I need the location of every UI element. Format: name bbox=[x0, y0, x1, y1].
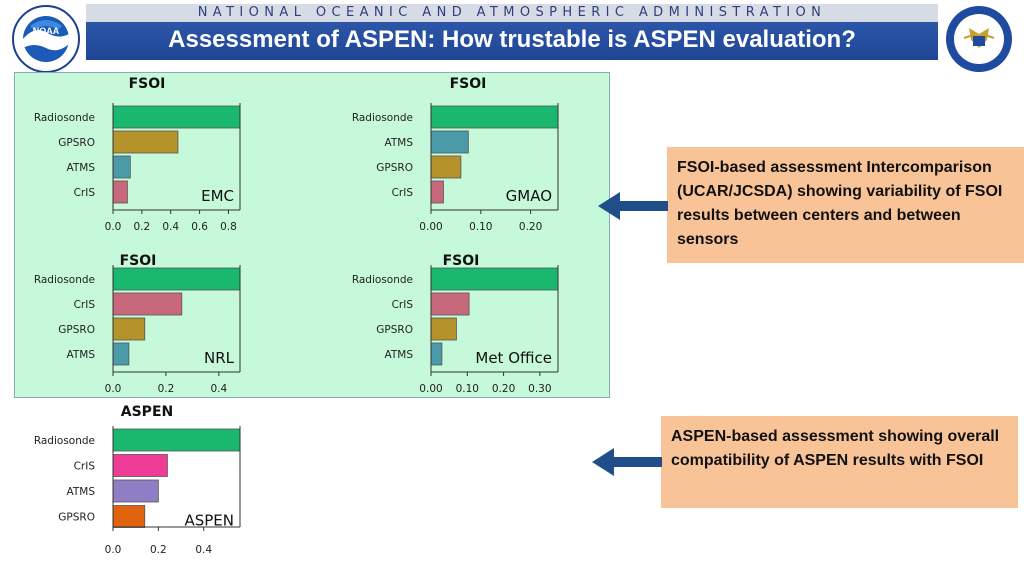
aspen-callout: ASPEN-based assessment showing overall c… bbox=[661, 416, 1018, 508]
bar-atms bbox=[112, 342, 130, 366]
chart-center-label: Met Office bbox=[475, 349, 552, 367]
category-label-gpsro: GPSRO bbox=[376, 162, 413, 174]
noaa-logo-text: NOAA bbox=[33, 26, 60, 36]
bar-atms bbox=[112, 155, 131, 179]
x-tick-label: 0.10 bbox=[456, 383, 479, 395]
x-tick-label: 0.6 bbox=[191, 221, 208, 233]
x-tick-label: 0.10 bbox=[469, 221, 492, 233]
page-title: Assessment of ASPEN: How trustable is AS… bbox=[168, 26, 856, 53]
category-label-gpsro: GPSRO bbox=[58, 324, 95, 336]
bar-gpsro bbox=[112, 130, 179, 154]
category-label-gpsro: GPSRO bbox=[376, 324, 413, 336]
category-label-radiosonde: Radiosonde bbox=[352, 274, 413, 286]
commerce-seal-icon bbox=[946, 6, 1012, 72]
category-label-radiosonde: Radiosonde bbox=[34, 112, 95, 124]
agency-name: NATIONAL OCEANIC AND ATMOSPHERIC ADMINIS… bbox=[197, 5, 827, 20]
x-tick-label: 0.00 bbox=[419, 383, 442, 395]
category-label-gpsro: GPSRO bbox=[58, 512, 95, 524]
chart-center-label: NRL bbox=[204, 349, 235, 367]
category-label-cris: CrIS bbox=[392, 299, 414, 311]
title-bar: Assessment of ASPEN: How trustable is AS… bbox=[86, 22, 938, 60]
fsoi-arrow-icon bbox=[598, 192, 668, 220]
bar-cris bbox=[112, 454, 168, 477]
chart-center-label: EMC bbox=[201, 187, 234, 205]
category-label-cris: CrIS bbox=[74, 299, 96, 311]
x-tick-label: 0.0 bbox=[105, 544, 122, 556]
bar-cris bbox=[430, 292, 470, 316]
category-label-atms: ATMS bbox=[66, 486, 95, 498]
bar-gpsro bbox=[430, 317, 457, 341]
category-label-cris: CrIS bbox=[392, 187, 414, 199]
category-label-atms: ATMS bbox=[384, 137, 413, 149]
bar-atms bbox=[430, 342, 443, 366]
x-tick-label: 0.4 bbox=[195, 544, 212, 556]
chart-title: ASPEN bbox=[121, 404, 173, 420]
category-label-cris: CrIS bbox=[74, 461, 96, 473]
x-tick-label: 0.20 bbox=[519, 221, 542, 233]
x-tick-label: 0.8 bbox=[220, 221, 237, 233]
category-label-gpsro: GPSRO bbox=[58, 137, 95, 149]
chart-title: FSOI bbox=[129, 76, 166, 92]
fsoi-callout: FSOI-based assessment Intercomparison (U… bbox=[667, 147, 1024, 263]
category-label-radiosonde: Radiosonde bbox=[352, 112, 413, 124]
x-tick-label: 0.4 bbox=[210, 383, 227, 395]
noaa-logo-icon: NOAA bbox=[12, 5, 80, 73]
bar-gpsro bbox=[112, 317, 146, 341]
bar-radiosonde bbox=[430, 105, 559, 129]
x-tick-label: 0.30 bbox=[528, 383, 551, 395]
category-label-atms: ATMS bbox=[66, 162, 95, 174]
bar-radiosonde bbox=[112, 267, 241, 291]
aspen-arrow-icon bbox=[592, 448, 662, 476]
category-label-radiosonde: Radiosonde bbox=[34, 435, 95, 447]
bar-gpsro bbox=[112, 505, 146, 528]
bar-atms bbox=[112, 479, 159, 503]
x-tick-label: 0.2 bbox=[158, 383, 175, 395]
x-tick-label: 0.4 bbox=[162, 221, 179, 233]
chart-title: FSOI bbox=[450, 76, 487, 92]
x-tick-label: 0.2 bbox=[150, 544, 167, 556]
bar-radiosonde bbox=[112, 105, 241, 129]
header-band bbox=[86, 4, 938, 22]
x-tick-label: 0.00 bbox=[419, 221, 442, 233]
bar-cris bbox=[112, 180, 128, 204]
category-label-radiosonde: Radiosonde bbox=[34, 274, 95, 286]
chart-title: FSOI bbox=[120, 253, 157, 269]
bar-radiosonde bbox=[112, 428, 241, 452]
bar-cris bbox=[112, 292, 183, 316]
bar-gpsro bbox=[430, 155, 462, 179]
chart-center-label: GMAO bbox=[506, 187, 552, 205]
x-tick-label: 0.0 bbox=[105, 221, 122, 233]
category-label-atms: ATMS bbox=[384, 349, 413, 361]
x-tick-label: 0.0 bbox=[105, 383, 122, 395]
x-tick-label: 0.20 bbox=[492, 383, 515, 395]
bar-atms bbox=[430, 130, 469, 154]
x-tick-label: 0.2 bbox=[134, 221, 151, 233]
bar-cris bbox=[430, 180, 444, 204]
bar-radiosonde bbox=[430, 267, 559, 291]
chart-title: FSOI bbox=[443, 253, 480, 269]
category-label-cris: CrIS bbox=[74, 187, 96, 199]
category-label-atms: ATMS bbox=[66, 349, 95, 361]
chart-center-label: ASPEN bbox=[184, 512, 234, 530]
